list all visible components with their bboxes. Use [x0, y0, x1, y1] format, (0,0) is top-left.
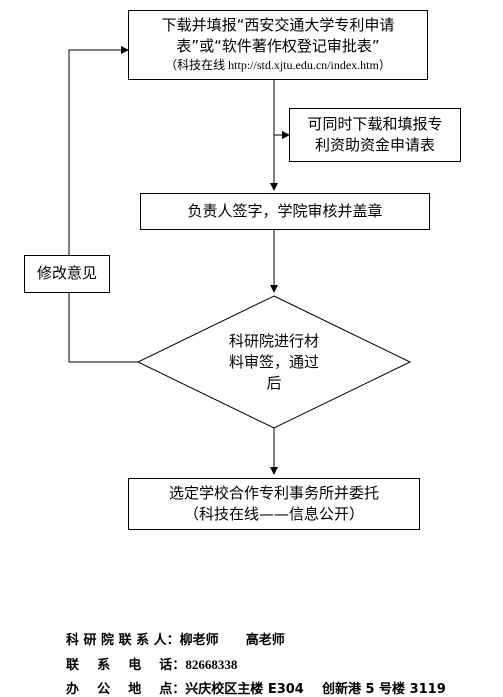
step1-link: （科技在线 http://std.xjtu.edu.cn/index.htm）	[165, 58, 391, 72]
side-note-funding-form: 可同时下载和填报专 利资助资金申请表	[289, 108, 461, 162]
step1-line1: 下载并填报“西安交通大学专利申请	[161, 16, 395, 34]
decision-line1: 科研院进行材	[228, 332, 319, 350]
decision-line3: 后	[266, 374, 282, 392]
contact-person: 科 研 院 联 系 人：柳老师 高老师	[66, 633, 285, 648]
revise-comments-box: 修改意见	[24, 255, 110, 293]
step-download-forms: 下载并填报“西安交通大学专利申请 表”或“软件著作权登记审批表” （科技在线 h…	[128, 10, 428, 80]
step2-label: 负责人签字，学院审核并盖章	[187, 202, 383, 220]
revise-label: 修改意见	[36, 264, 97, 282]
side-note-line2: 利资助资金申请表	[314, 136, 435, 154]
decision-line2: 料审签，通过	[228, 353, 319, 371]
side-note-line1: 可同时下载和填报专	[307, 115, 443, 133]
feedback-loop-line	[68, 46, 138, 363]
contact-address: 办 公 地 点：兴庆校区主楼 E304 创新港 5 号楼 3119	[66, 682, 446, 697]
step-sign-and-approve: 负责人签字，学院审核并盖章	[140, 193, 430, 230]
step3-line2: （科技在线——信息公开）	[183, 505, 364, 523]
contact-phone-label: 联 系 电 话：	[66, 658, 186, 673]
step1-line2: 表”或“软件著作权登记审批表”	[176, 37, 380, 55]
contact-phone-number: 82668338	[185, 657, 238, 672]
step-select-patent-agency: 选定学校合作专利事务所并委托 （科技在线——信息公开）	[128, 478, 420, 530]
step3-line1: 选定学校合作专利事务所并委托	[168, 484, 379, 502]
contact-phone: 联 系 电 话：82668338	[66, 654, 237, 673]
decision-text: 科研院进行材 料审签，通过 后	[204, 331, 344, 394]
